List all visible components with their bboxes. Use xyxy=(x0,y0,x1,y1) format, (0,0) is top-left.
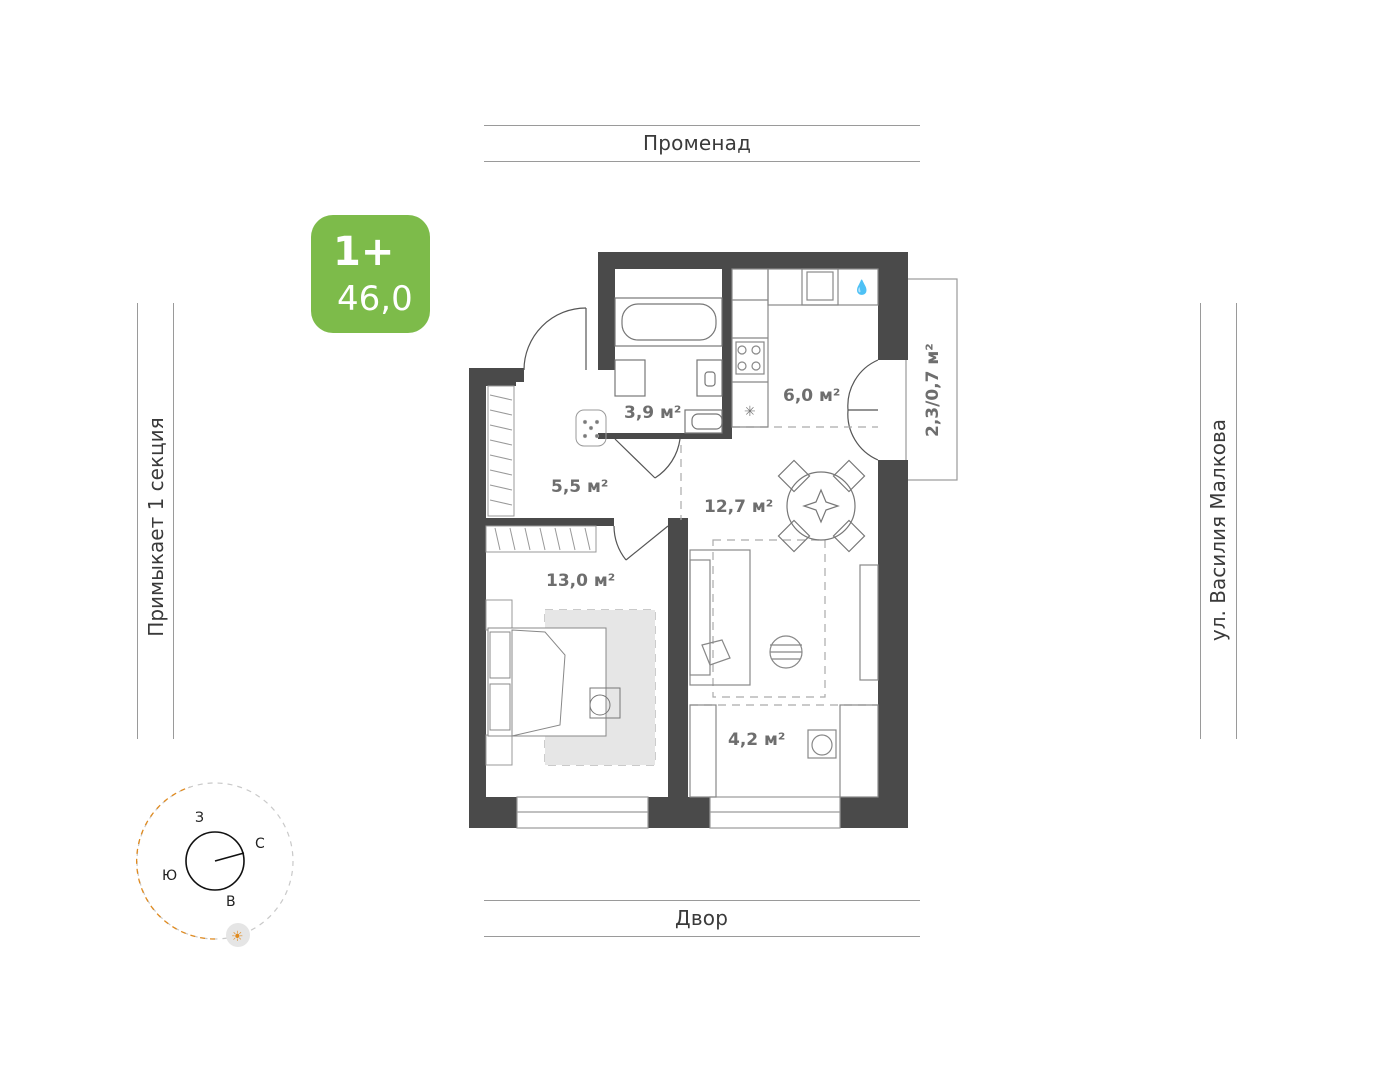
bedroom-area: 13,0 м² xyxy=(546,571,615,591)
left-street-line-inner xyxy=(173,303,174,739)
balcony-area: 2,3/0,7 м² xyxy=(923,343,943,437)
compass-west: З xyxy=(195,810,204,826)
right-street-line-outer xyxy=(1200,303,1201,739)
ventilation-icon: ✳ xyxy=(744,404,756,420)
compass-north: С xyxy=(255,836,265,852)
water-drop-icon: 💧 xyxy=(853,279,870,296)
kitchen-area: 6,0 м² xyxy=(783,386,840,406)
office-area: 4,2 м² xyxy=(728,730,785,750)
windows xyxy=(516,796,841,829)
compass: З С Ю В ☀ xyxy=(136,782,294,947)
bathroom-fixtures xyxy=(614,297,723,434)
hall-area: 5,5 м² xyxy=(551,477,608,497)
living-area: 12,7 м² xyxy=(704,497,773,517)
right-street-line-inner xyxy=(1236,303,1237,739)
bottom-street-line-lower xyxy=(484,936,920,937)
bedroom-door xyxy=(613,525,669,561)
dining-set xyxy=(777,459,866,553)
top-street-label: Променад xyxy=(643,131,752,155)
entrance-door xyxy=(523,307,587,371)
bedroom-furniture xyxy=(485,525,655,766)
bottom-street-line-upper xyxy=(484,900,920,901)
apartment-type: 1+ xyxy=(333,229,395,275)
sun-icon: ☀ xyxy=(231,929,244,945)
hall-wardrobe xyxy=(487,385,607,517)
apartment-total-area: 46,0 xyxy=(337,279,413,319)
compass-south: Ю xyxy=(162,868,177,884)
balcony-door xyxy=(847,359,879,461)
bathroom-area: 3,9 м² xyxy=(624,403,681,423)
walls xyxy=(469,252,908,828)
top-street-line-lower xyxy=(484,161,920,162)
bathroom-door xyxy=(614,438,681,479)
bottom-street-label: Двор xyxy=(675,906,729,930)
apartment-badge: 1+ 46,0 xyxy=(311,215,430,333)
top-street-line-upper xyxy=(484,125,920,126)
left-street-line-outer xyxy=(137,303,138,739)
office-furniture xyxy=(689,704,879,798)
balcony-outline xyxy=(905,278,958,481)
kitchen-fixtures xyxy=(731,268,879,428)
living-furniture xyxy=(689,549,879,686)
compass-east: В xyxy=(226,894,236,910)
